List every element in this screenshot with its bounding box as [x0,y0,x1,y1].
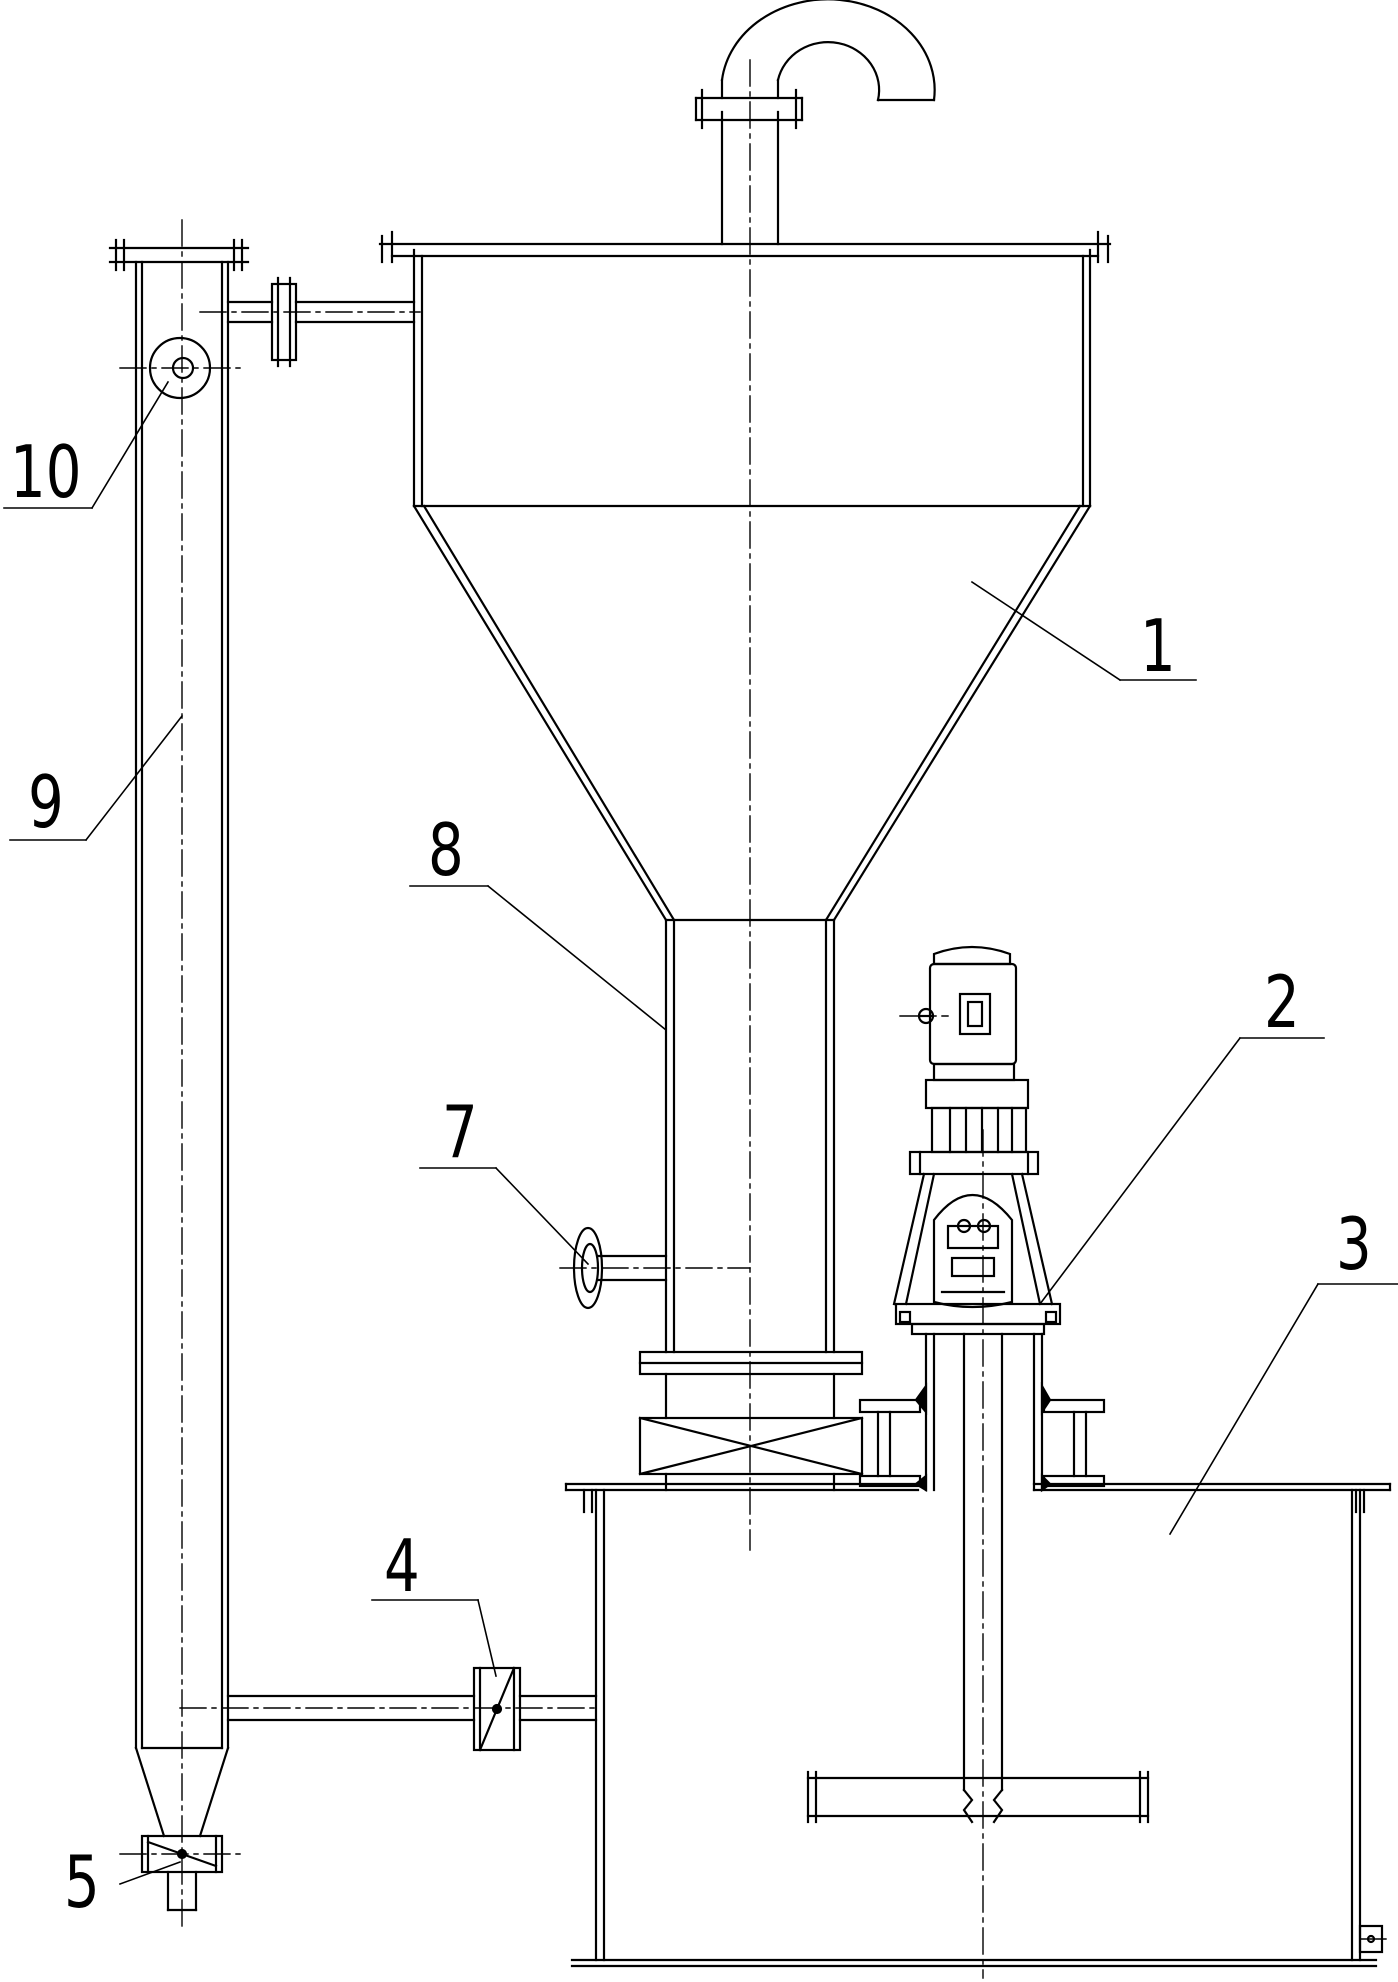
callout-part-10: 10 [10,430,82,514]
callout-part-8: 8 [428,808,464,892]
agitator-drive [892,945,1062,1336]
rotary-valve [638,1416,864,1492]
leader-lines [3,380,1398,1886]
callout-part-7: 7 [442,1090,478,1174]
callout-part-1: 1 [1140,604,1176,688]
callout-part-4: 4 [384,1524,420,1608]
callout-part-3: 3 [1336,1202,1372,1286]
callout-part-5: 5 [64,1840,100,1924]
agitator-shaft [806,1332,1150,1824]
callout-part-9: 9 [28,760,64,844]
feed-column [638,918,864,1420]
centerlines [119,59,1393,1979]
vent-pipe [694,0,936,246]
lower-connecting-pipe [226,1666,598,1752]
lift-pipe [108,238,250,1912]
mixing-tank [564,1482,1392,1968]
callout-part-2: 2 [1264,960,1300,1044]
upper-connecting-pipe [226,276,416,368]
hopper [378,230,1112,922]
